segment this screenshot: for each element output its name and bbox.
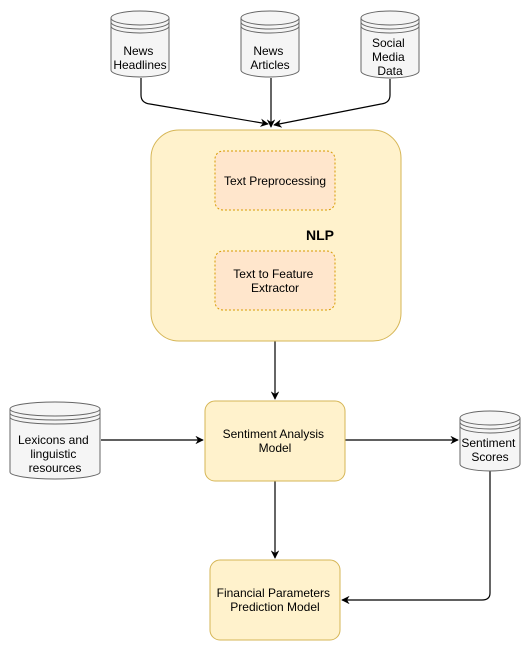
database-icon (360, 10, 420, 79)
lexicons-label: Lexicons and linguistic resources (18, 433, 92, 475)
label-line: Scores (471, 450, 508, 464)
label-line: Prediction Model (230, 600, 319, 614)
source-news-articles: News Articles (240, 10, 300, 78)
nlp-label: NLP (306, 227, 334, 243)
sentiment-scores-store: Sentiment Scores (459, 410, 521, 472)
nlp-container: NLP Text Preprocessing Text to Feature E… (150, 129, 402, 342)
feature-extractor-box (214, 250, 336, 311)
label-line: resources (29, 461, 82, 475)
label-line: Lexicons and (18, 433, 89, 447)
prediction-model-box (209, 559, 341, 641)
database-icon (9, 401, 101, 480)
source-news-articles-label: News Articles (250, 44, 289, 72)
sentiment-analysis-model-box (204, 400, 346, 482)
edge-headlines-to-nlp (140, 78, 269, 127)
feature-extractor-label: Text to Feature Extractor (233, 267, 316, 295)
label-line: Sentiment Analysis (223, 427, 324, 441)
label-line: Sentiment (461, 436, 516, 450)
label-line: Social (372, 36, 405, 50)
text-preprocessing-box (214, 150, 336, 211)
label-line: Articles (250, 58, 289, 72)
prediction-model: Financial Parameters Prediction Model (209, 559, 341, 641)
label-line: News (253, 44, 283, 58)
edge-social-to-nlp (273, 79, 391, 128)
sentiment-analysis-model: Sentiment Analysis Model (204, 400, 346, 482)
label-line: Media (372, 50, 405, 64)
label-line: Text to Feature (233, 267, 313, 281)
prediction-model-label: Financial Parameters Prediction Model (217, 586, 334, 614)
source-news-headlines: News Headlines (110, 10, 170, 78)
label-line: News (123, 44, 153, 58)
label-line: Data (377, 64, 403, 78)
source-social-media-label: Social Media Data (372, 36, 408, 78)
database-icon (110, 10, 170, 78)
nlp-box (150, 129, 402, 342)
label-line: Extractor (251, 281, 299, 295)
edge-scores-to-prediction (341, 471, 491, 605)
label-line: Model (259, 441, 292, 455)
database-icon (240, 10, 300, 78)
source-social-media: Social Media Data (360, 10, 420, 79)
sentiment-scores-label: Sentiment Scores (461, 436, 518, 464)
sentiment-analysis-model-label: Sentiment Analysis Model (223, 427, 328, 455)
label-line: Financial Parameters (217, 586, 330, 600)
database-icon (459, 410, 521, 472)
label-line: Headlines (113, 58, 166, 72)
lexicons-resource: Lexicons and linguistic resources (9, 401, 101, 480)
label-line: Text Preprocessing (224, 174, 326, 188)
source-news-headlines-label: News Headlines (113, 44, 166, 72)
edges (101, 78, 491, 605)
text-preprocessing-label: Text Preprocessing (224, 174, 326, 188)
label-line: linguistic (30, 447, 76, 461)
